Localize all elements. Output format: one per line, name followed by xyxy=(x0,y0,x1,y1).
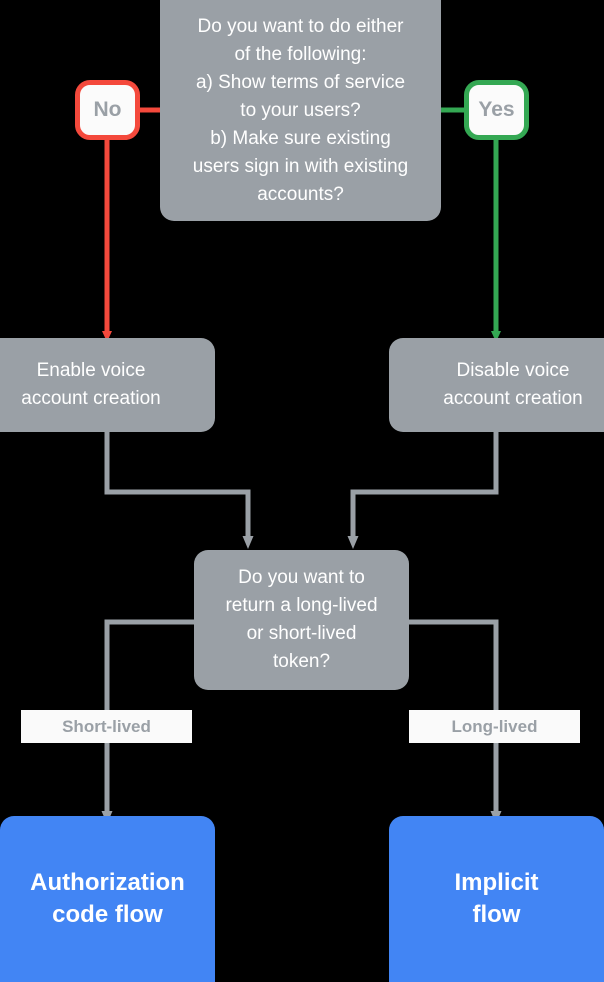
edge-label-short-lived: Short-lived xyxy=(21,710,192,743)
branch-badge-no-label: No xyxy=(93,98,122,121)
decision-node-terms-and-existing-users[interactable]: Do you want to do either of the followin… xyxy=(160,0,441,221)
process-node-enable-voice-account-creation[interactable]: Enable voice account creation xyxy=(0,338,215,432)
connector-decision2-to-short-lived xyxy=(104,619,195,710)
branch-badge-yes[interactable]: Yes xyxy=(464,80,529,140)
terminal-node-implicit-flow-label: Implicit flow xyxy=(454,869,539,928)
edge-label-short-lived-text: Short-lived xyxy=(62,716,151,736)
terminal-node-authorization-code-flow-label: Authorization code flow xyxy=(30,869,185,928)
process-node-disable-voice-account-creation-label: Disable voice account creation xyxy=(443,360,583,409)
connector-decision2-to-long-lived xyxy=(409,619,499,710)
decision-node-terms-and-existing-users-label: Do you want to do either of the followin… xyxy=(192,15,409,205)
process-node-disable-voice-account-creation[interactable]: Disable voice account creation xyxy=(389,338,604,432)
decision-node-token-lifetime[interactable]: Do you want to return a long-lived or sh… xyxy=(194,550,409,690)
edge-label-long-lived-text: Long-lived xyxy=(451,716,538,736)
decision-node-token-lifetime-label: Do you want to return a long-lived or sh… xyxy=(225,567,378,672)
branch-badge-no[interactable]: No xyxy=(75,80,140,140)
process-node-enable-voice-account-creation-label: Enable voice account creation xyxy=(21,360,161,409)
terminal-node-authorization-code-flow[interactable]: Authorization code flow xyxy=(0,816,215,982)
edge-label-long-lived: Long-lived xyxy=(409,710,580,743)
connector-disable-to-decision2 xyxy=(347,432,499,549)
branch-badge-yes-label: Yes xyxy=(478,98,515,121)
connector-enable-to-decision2 xyxy=(104,432,254,549)
terminal-node-implicit-flow[interactable]: Implicit flow xyxy=(389,816,604,982)
